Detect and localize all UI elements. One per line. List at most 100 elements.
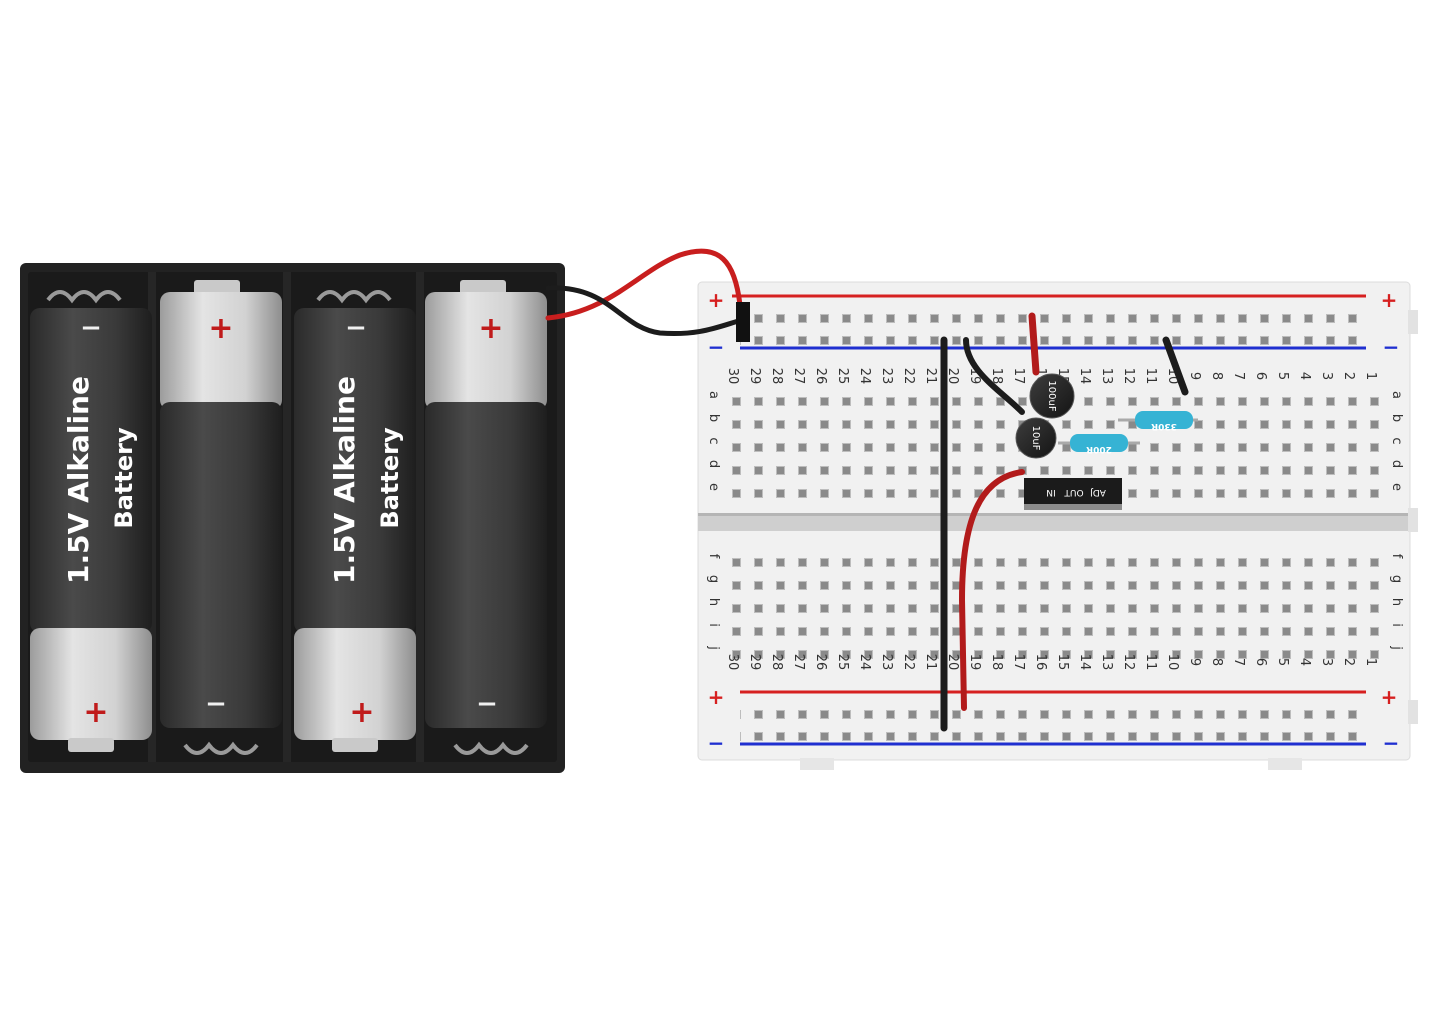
voltage-regulator: ADJ OUT IN: [1024, 478, 1122, 510]
battery-cell-4: + −: [425, 280, 547, 728]
column-number: 28: [769, 368, 784, 385]
resistor-1-label: 330R: [1151, 421, 1177, 431]
capacitor-10uf: 10uF: [1015, 417, 1057, 459]
rail-minus-top-left: −: [708, 335, 725, 359]
black-lead: [545, 285, 745, 337]
column-number: 25: [835, 654, 850, 671]
column-number: 23: [879, 654, 894, 671]
column-number: 9: [1187, 658, 1202, 666]
column-number: 26: [813, 654, 828, 671]
column-number: 4: [1297, 658, 1312, 666]
row-letter: d: [1389, 460, 1404, 468]
battery-cell-1: − + 1.5V Alkaline Battery: [30, 308, 152, 752]
column-number: 16: [1033, 654, 1048, 671]
cell-2-top-terminal: +: [208, 311, 233, 346]
column-number: 9: [1187, 372, 1202, 380]
column-number: 29: [747, 368, 762, 385]
rail-minus-bottom-left: −: [708, 731, 725, 755]
column-number: 20: [945, 368, 960, 385]
column-number: 7: [1231, 658, 1246, 666]
lead-connector: [736, 302, 750, 342]
red-jumper-cap: [1028, 312, 1040, 376]
column-number: 13: [1099, 368, 1114, 385]
column-number: 22: [901, 654, 916, 671]
black-jumper-right: [1162, 336, 1189, 396]
column-number: 6: [1253, 658, 1268, 666]
column-number: 29: [747, 654, 762, 671]
cell-1-label-line1: 1.5V Alkaline: [62, 376, 95, 584]
column-number: 26: [813, 368, 828, 385]
column-number: 5: [1275, 658, 1290, 666]
row-letter: i: [706, 623, 721, 627]
battery-cell-2: + −: [160, 280, 282, 728]
column-number: 3: [1319, 658, 1334, 666]
row-letter: d: [706, 460, 721, 468]
row-letter: b: [706, 414, 721, 422]
column-number: 13: [1099, 654, 1114, 671]
cell-2-bottom-terminal: −: [205, 689, 227, 719]
row-letter: e: [706, 483, 721, 491]
column-number: 12: [1121, 368, 1136, 385]
column-number: 18: [989, 654, 1004, 671]
row-letter: c: [1389, 437, 1404, 444]
capacitor-100uf: 100uF: [1029, 373, 1075, 419]
red-jumper-long: [958, 469, 1025, 711]
column-number: 1: [1363, 658, 1378, 666]
column-number: 11: [1143, 654, 1158, 671]
cap-small-label: 10uF: [1030, 426, 1041, 451]
column-number: 15: [1055, 654, 1070, 671]
row-letter: g: [1389, 575, 1404, 583]
row-letter: a: [1389, 391, 1404, 399]
cell-3-bottom-terminal: +: [349, 695, 374, 730]
row-letter: j: [706, 645, 721, 650]
rail-plus-top-right: +: [1381, 288, 1398, 312]
column-number: 28: [769, 654, 784, 671]
column-number: 27: [791, 654, 806, 671]
column-number: 27: [791, 368, 806, 385]
column-number: 12: [1121, 654, 1136, 671]
cell-3-top-terminal: −: [345, 313, 367, 343]
column-number: 6: [1253, 372, 1268, 380]
cell-1-top-terminal: −: [80, 313, 102, 343]
battery-leads: [545, 248, 745, 337]
rail-plus-top-left: +: [708, 288, 725, 312]
row-letter: h: [1389, 598, 1404, 606]
battery-cell-3: − + 1.5V Alkaline Battery: [294, 308, 416, 752]
row-letter: e: [1389, 483, 1404, 491]
column-number: 22: [901, 368, 916, 385]
column-number: 8: [1209, 372, 1224, 380]
column-number: 30: [725, 368, 740, 385]
cell-1-label-line2: Battery: [110, 427, 138, 529]
row-letter: h: [706, 598, 721, 606]
column-number: 14: [1077, 654, 1092, 671]
red-lead: [545, 248, 743, 321]
column-number: 11: [1143, 368, 1158, 385]
rail-minus-top-right: −: [1383, 335, 1400, 359]
column-number: 21: [923, 368, 938, 385]
battery-springs: [46, 290, 529, 755]
column-number: 2: [1341, 372, 1356, 380]
column-number: 7: [1231, 372, 1246, 380]
column-number: 20: [945, 654, 960, 671]
row-letter: f: [1389, 554, 1404, 559]
column-number: 19: [967, 654, 982, 671]
regulator-pin-in: IN: [1046, 487, 1055, 497]
cell-3-label-line2: Battery: [376, 427, 404, 529]
cell-4-top-terminal: +: [478, 311, 503, 346]
rail-plus-bottom-left: +: [708, 685, 725, 709]
black-jumper-curve: [963, 337, 1025, 415]
column-number: 2: [1341, 658, 1356, 666]
column-number: 23: [879, 368, 894, 385]
column-number: 18: [989, 368, 1004, 385]
resistor-200r: 200R: [1058, 434, 1140, 454]
column-number: 5: [1275, 372, 1290, 380]
rail-minus-bottom-right: −: [1383, 731, 1400, 755]
column-number: 4: [1297, 372, 1312, 380]
row-letter: f: [706, 554, 721, 559]
column-number: 17: [1011, 368, 1026, 385]
regulator-pin-adj: ADJ: [1090, 487, 1106, 497]
